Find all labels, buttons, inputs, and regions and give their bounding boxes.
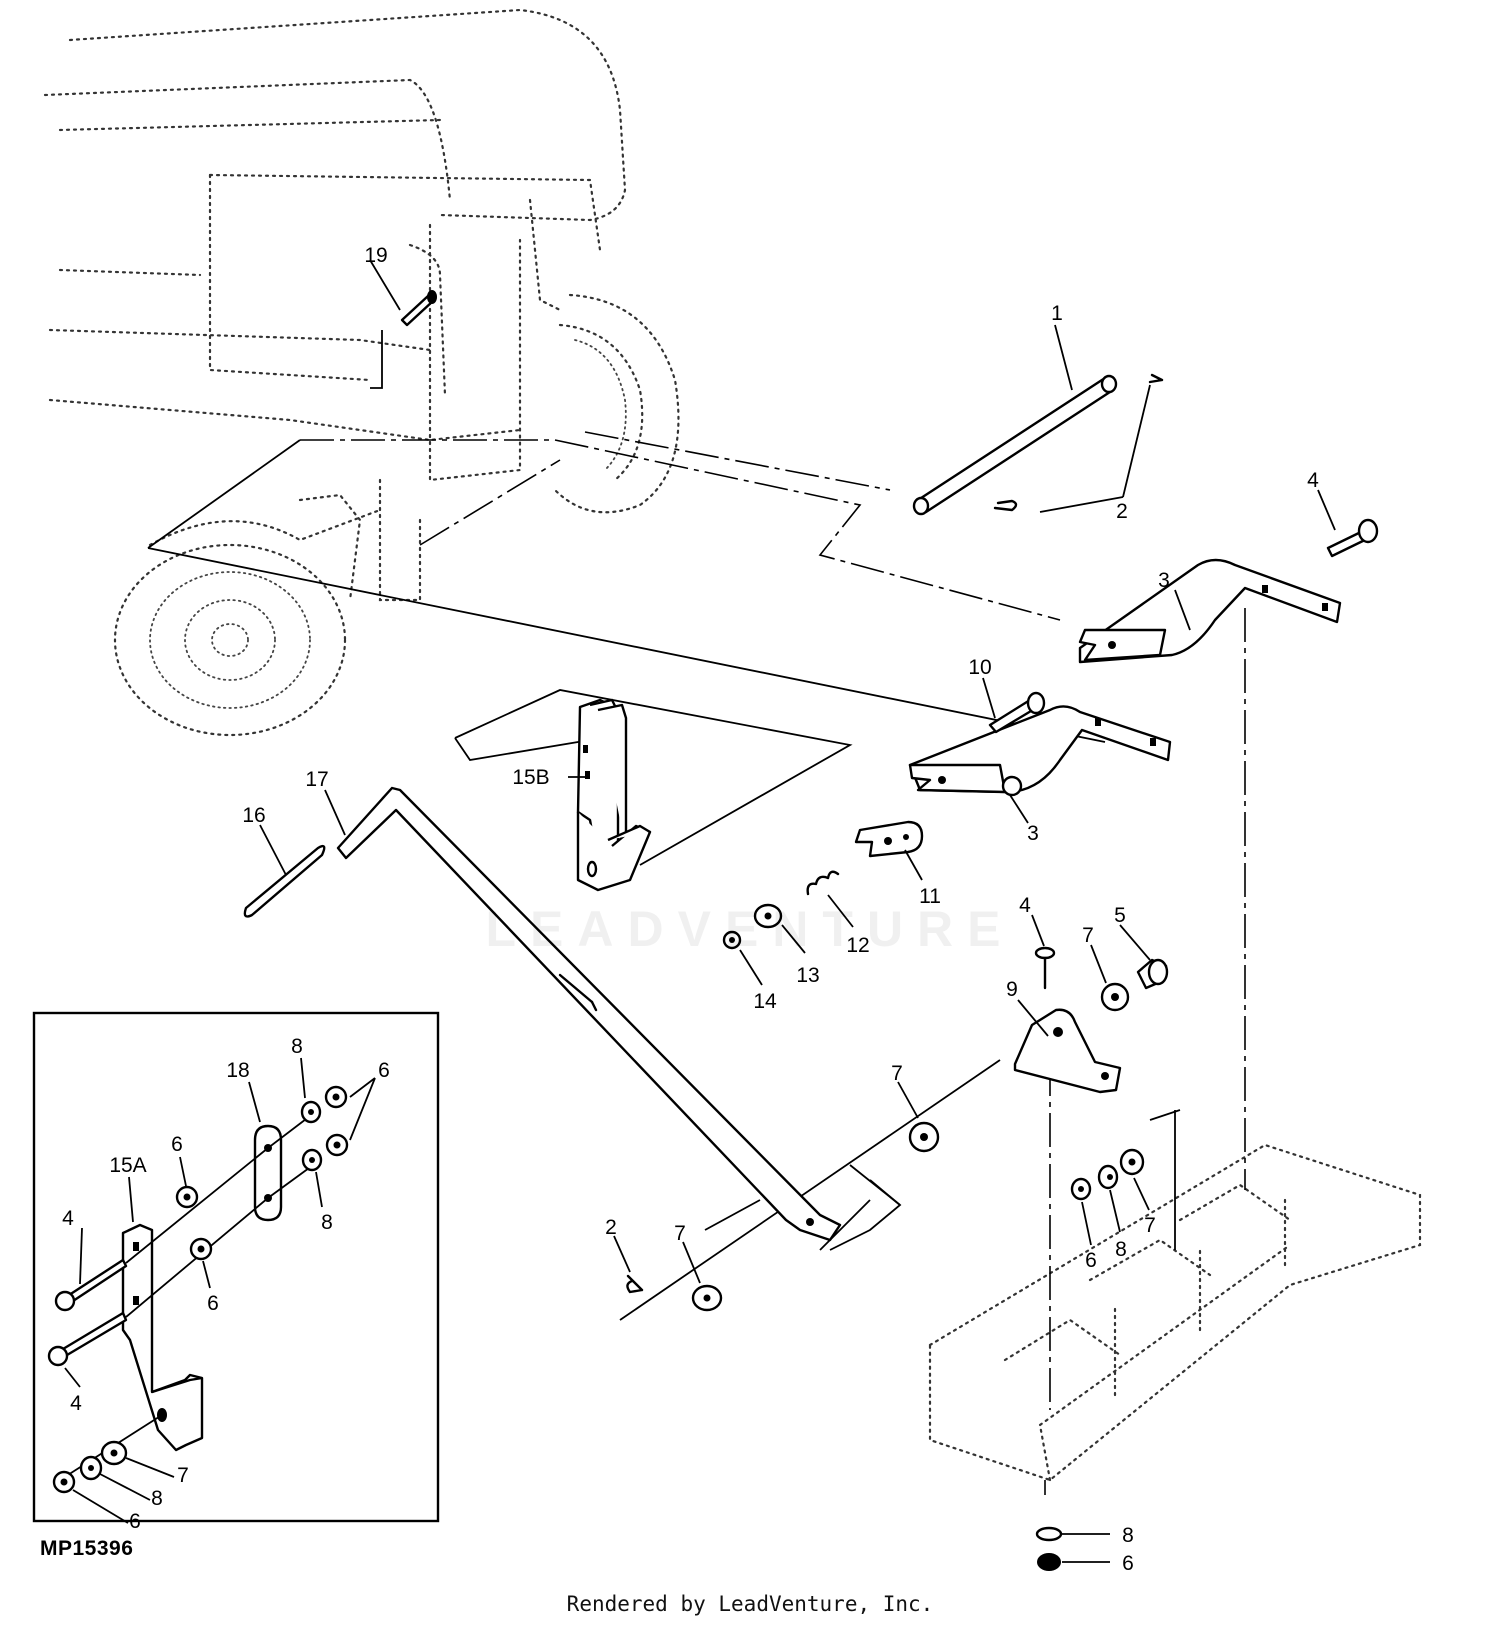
inset-callout-15a: 15A: [109, 1154, 146, 1177]
part-13-washer: [753, 903, 783, 929]
callout-7: 7: [1082, 924, 1094, 947]
part-7-washer-a: [1100, 982, 1130, 1012]
inset-callout-4: 4: [70, 1392, 82, 1415]
callout-leaders: [259, 259, 1336, 1284]
part-4-bolt-upper: [1326, 518, 1379, 558]
part-7-washer-c: [691, 1284, 723, 1312]
callout-15b: 15B: [512, 766, 549, 789]
part-14-nut: [722, 930, 742, 950]
inset-callout-6: 6: [378, 1059, 390, 1082]
part-4-carriage-bolt: [1034, 946, 1056, 990]
inset-callout-7: 7: [177, 1464, 189, 1487]
reference-lines: [147, 431, 1246, 1495]
callout-1: 1: [1051, 302, 1063, 325]
part-17-draft-arm: [336, 786, 842, 1242]
callout-8: 8: [1115, 1238, 1127, 1261]
callout-7: 7: [674, 1222, 686, 1245]
inset-callout-4: 4: [62, 1207, 74, 1230]
diagram-code: MP15396: [40, 1537, 134, 1560]
callout-2: 2: [1116, 500, 1128, 523]
part-2-cotter-pin-lower: [626, 1274, 644, 1294]
inset-detail-15a: 8 18 6 6 15A 4 8 6 4 7 8 6: [32, 1011, 440, 1533]
part-3-lift-arm-upper: [1078, 558, 1342, 664]
callout-11: 11: [919, 885, 941, 908]
inset-callout-6: 6: [207, 1292, 219, 1315]
callout-4: 4: [1307, 469, 1319, 492]
callout-14: 14: [753, 990, 777, 1013]
callout-5: 5: [1114, 904, 1126, 927]
part-2-cotter-pins: [993, 373, 1164, 512]
callout-12: 12: [846, 934, 869, 957]
inset-callout-8: 8: [321, 1211, 333, 1234]
watermark: LEADVENTURE: [485, 901, 1015, 957]
part-7-washer-b: [908, 1121, 940, 1153]
inset-callout-6: 6: [171, 1133, 183, 1156]
callout-17: 17: [305, 768, 328, 791]
inset-callout-8: 8: [151, 1487, 163, 1510]
part-19-bolt: [400, 290, 437, 327]
callout-9: 9: [1006, 978, 1018, 1001]
part-12-spring: [806, 870, 840, 896]
inset-callout-6: 6: [129, 1510, 141, 1533]
callout-3: 3: [1158, 569, 1170, 592]
part-1-lift-rod: [912, 374, 1118, 516]
callout-7: 7: [891, 1062, 903, 1085]
callout-2: 2: [605, 1216, 617, 1239]
part-10-bolt: [988, 691, 1046, 734]
callout-8: 8: [1122, 1524, 1134, 1547]
callout-13: 13: [796, 964, 819, 987]
callout-10: 10: [968, 656, 991, 679]
callout-4: 4: [1019, 894, 1031, 917]
part-11-clip: [854, 820, 924, 858]
part-9-pivot-bracket: [1013, 1008, 1122, 1094]
inset-callout-18: 18: [226, 1059, 249, 1082]
inset-callout-8: 8: [291, 1035, 303, 1058]
callout-3: 3: [1027, 822, 1039, 845]
callout-6: 6: [1085, 1249, 1097, 1272]
part-16-pad: [243, 844, 326, 918]
callout-7: 7: [1144, 1214, 1156, 1237]
callout-16: 16: [242, 804, 265, 827]
part-15b-bracket: [576, 698, 652, 892]
callout-19: 19: [364, 244, 387, 267]
footer-credit: Rendered by LeadVenture, Inc.: [566, 1592, 934, 1616]
callout-labels: 1 2 3 4 10 3 11 12 13 14 15B 16 17 19 4 …: [242, 244, 1319, 1575]
tractor-ghost-outline: [43, 8, 680, 737]
callout-6: 6: [1122, 1552, 1134, 1575]
part-3-lift-arm-lower: [908, 705, 1172, 797]
hardware-stack-deck: [1035, 1148, 1145, 1571]
part-5-bolt: [1136, 958, 1169, 990]
mower-deck-ghost-outline: [928, 1143, 1422, 1482]
